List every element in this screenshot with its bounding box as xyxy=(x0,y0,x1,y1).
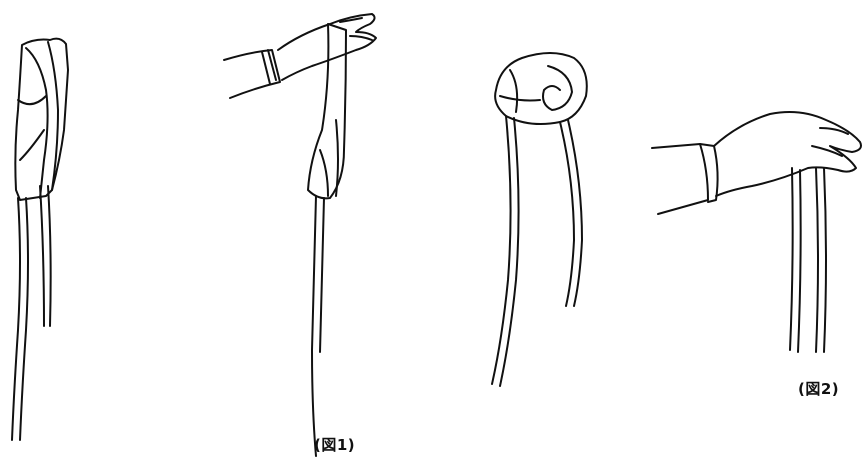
strip-left xyxy=(12,198,28,440)
strips xyxy=(790,168,826,352)
sleeve xyxy=(652,144,708,214)
cloth-stripe xyxy=(20,130,44,160)
sleeve xyxy=(224,50,280,98)
cloth-fold-line xyxy=(26,48,48,198)
strip-long xyxy=(492,116,519,386)
roll-fold xyxy=(500,70,540,112)
figure-2-caption: (図2) xyxy=(798,378,839,399)
drawing-rolled-cloth xyxy=(492,53,587,386)
finger xyxy=(812,128,848,156)
figure-1-caption: (図1) xyxy=(314,434,355,455)
cloth-stripe xyxy=(18,96,46,104)
roll-outline xyxy=(495,53,587,124)
drawing-folded-cloth-left xyxy=(12,39,68,440)
band-crease xyxy=(320,120,338,196)
strip-right xyxy=(40,186,51,326)
band-tail xyxy=(312,196,324,456)
drawing-hand-holding-band xyxy=(224,14,376,456)
roll-swirl xyxy=(543,66,572,110)
drawing-hand-holding-strips xyxy=(652,112,861,352)
strip-short xyxy=(560,120,582,306)
